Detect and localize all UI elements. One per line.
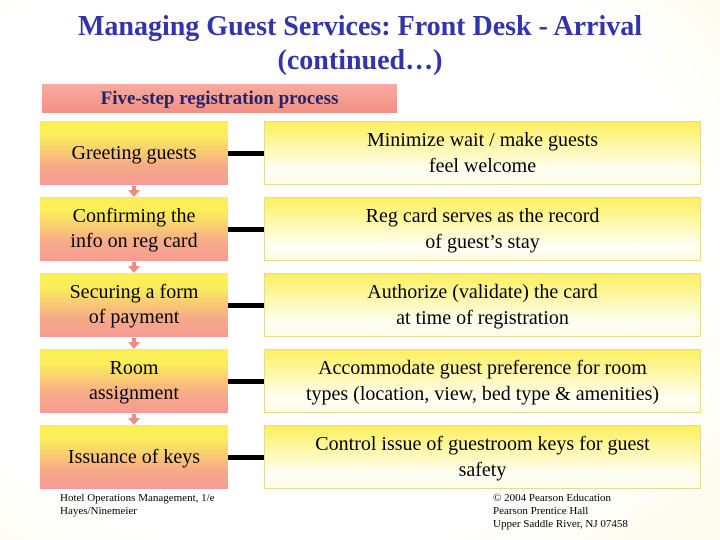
step-label: Confirming the info on reg card <box>70 205 198 252</box>
step-label: Securing a form of payment <box>69 281 199 328</box>
step-label: Room assignment <box>89 357 179 404</box>
detail-text: Minimize wait / make guests feel welcome <box>366 129 599 177</box>
step-box: Issuance of keys <box>40 425 228 489</box>
footer-publisher-credit: © 2004 Pearson Education Pearson Prentic… <box>493 492 628 530</box>
process-row: Room assignment Accommodate guest prefer… <box>40 349 701 425</box>
step-box: Securing a form of payment <box>40 273 228 349</box>
connector-line <box>228 150 264 156</box>
down-arrow-icon <box>128 414 140 425</box>
detail-box: Authorize (validate) the card at time of… <box>264 273 701 337</box>
slide-title: Managing Guest Services: Front Desk - Ar… <box>0 10 720 78</box>
detail-text: Accommodate guest preference for room ty… <box>305 357 660 405</box>
down-arrow-icon <box>128 262 140 273</box>
step-label: Issuance of keys <box>67 445 201 468</box>
step-box: Greeting guests <box>40 121 228 197</box>
detail-box: Control issue of guestroom keys for gues… <box>264 425 701 489</box>
detail-box: Minimize wait / make guests feel welcome <box>264 121 701 185</box>
subtitle-banner: Five-step registration process <box>42 84 397 113</box>
detail-text: Control issue of guestroom keys for gues… <box>315 433 650 481</box>
process-row: Confirming the info on reg card Reg card… <box>40 197 701 273</box>
connector-line <box>228 226 264 232</box>
connector-line <box>228 454 264 460</box>
process-row: Securing a form of payment Authorize (va… <box>40 273 701 349</box>
connector-line <box>228 302 264 308</box>
footer-book-credit: Hotel Operations Management, 1/e Hayes/N… <box>60 492 215 517</box>
process-row: Greeting guests Minimize wait / make gue… <box>40 121 701 197</box>
connector-line <box>228 378 264 384</box>
slide-title-line1: Managing Guest Services: Front Desk - Ar… <box>77 11 643 42</box>
step-box: Confirming the info on reg card <box>40 197 228 273</box>
detail-box: Accommodate guest preference for room ty… <box>264 349 701 413</box>
step-box: Room assignment <box>40 349 228 425</box>
detail-box: Reg card serves as the record of guest’s… <box>264 197 701 261</box>
subtitle-text: Five-step registration process <box>100 87 339 109</box>
step-label: Greeting guests <box>71 141 197 164</box>
slide-title-line2: (continued…) <box>277 45 443 76</box>
down-arrow-icon <box>128 338 140 349</box>
detail-text: Authorize (validate) the card at time of… <box>367 281 598 329</box>
process-diagram: Greeting guests Minimize wait / make gue… <box>40 121 701 489</box>
down-arrow-icon <box>128 186 140 197</box>
process-row: Issuance of keys Control issue of guestr… <box>40 425 701 489</box>
detail-text: Reg card serves as the record of guest’s… <box>365 205 600 253</box>
